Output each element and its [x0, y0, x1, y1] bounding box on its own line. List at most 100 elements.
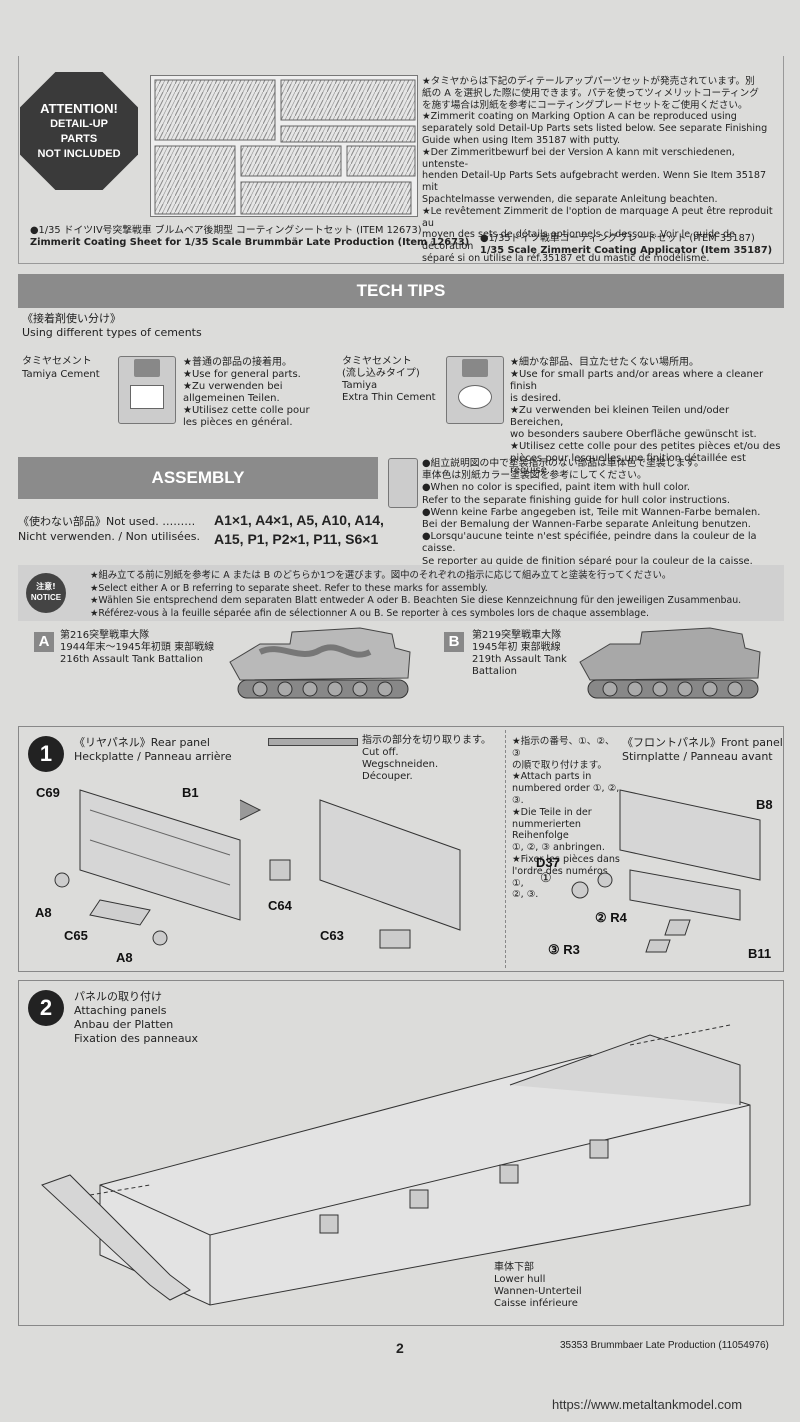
bottle-cap-icon — [462, 359, 488, 377]
part-r3: ③ R3 — [548, 942, 580, 957]
subtitle-jp: 《接着剤使い分け》 — [22, 312, 121, 325]
note-line: ★普通の部品の接着用。 — [183, 357, 292, 368]
cut-line: Découper. — [362, 771, 413, 782]
version-line: 第219突撃戦車大隊 — [472, 630, 562, 641]
front-panel-title: 《フロントパネル》Front panel Stirnplatte / Panne… — [622, 736, 783, 764]
watermark-url: https://www.metaltankmodel.com — [552, 1397, 743, 1412]
notice-line: ★Référez-vous à la feuille séparée afin … — [90, 607, 650, 619]
subtitle-en: Using different types of cements — [22, 326, 202, 339]
part-a8: A8 — [116, 950, 133, 965]
note-line: 紙の A を選択した際に使用できます。パテを使ってツィメリットコーティング — [422, 87, 759, 99]
rear-panel-diagram — [54, 789, 461, 949]
bottle-cap-icon — [134, 359, 160, 377]
lower-hull-diagram — [41, 1024, 751, 1306]
tank-b-illustration — [579, 627, 761, 699]
note-line: Se reporter au guide de finition séparé … — [422, 555, 753, 567]
cut-line: Wegschneiden. — [362, 759, 439, 770]
front-panel-diagram — [571, 789, 761, 953]
bottle-label-icon — [458, 385, 492, 409]
attention-line: NOT INCLUDED — [37, 148, 121, 160]
zimmerit-pattern — [154, 79, 416, 215]
note-line: ●When no color is specified, paint item … — [422, 482, 690, 494]
unused-parts-list: A1×1, A4×1, A5, A10, A14, A15, P1, P2×1,… — [214, 511, 384, 549]
note-line: ★Zimmerit coating on Marking Option A ca… — [422, 111, 737, 123]
tech-tips-header: TECH TIPS — [18, 274, 784, 308]
hobby-knife-icon — [268, 738, 358, 746]
note-line: wo besonders saubere Oberfläche gewünsch… — [510, 429, 757, 440]
title-line: Heckplatte / Panneau arrière — [74, 750, 232, 763]
note-line: ★Le revêtement Zimmerit de l'option de m… — [422, 205, 773, 229]
version-b-text: 第219突撃戦車大隊 1945年初 東部戦線 219th Assault Tan… — [472, 630, 567, 678]
cut-instruction: 指示の部分を切り取ります。 Cut off. Wegschneiden. Déc… — [362, 735, 491, 783]
title-line: パネルの取り付け — [74, 990, 162, 1003]
attention-badge: ATTENTION! DETAIL-UP PARTS NOT INCLUDED — [20, 72, 138, 190]
note-line: les pièces en général. — [183, 417, 293, 428]
notice-jp: 注意! — [36, 582, 56, 591]
title-line: Fixation des panneaux — [74, 1032, 199, 1045]
note-line: separately sold Detail-Up Parts sets lis… — [422, 123, 768, 135]
notice-band — [18, 565, 784, 621]
note-line: の順で取り付けます。 — [512, 759, 607, 771]
notice-line: ★Select either A or B referring to separ… — [90, 582, 488, 594]
color-notes: ●組立説明図の中で塗装指示のない部品は車体色で塗装します。 車体色は別紙カラー塗… — [422, 458, 784, 568]
step1-divider — [505, 730, 506, 968]
unused-label: 《使わない部品》Not used. ……… — [18, 515, 196, 528]
note-line: ②, ③. — [512, 889, 539, 901]
order-notes: ★指示の番号、①、②、③ の順で取り付けます。 ★Attach parts in… — [512, 736, 622, 901]
unused-parts-label: 《使わない部品》Not used. ……… Nicht verwenden. /… — [18, 514, 200, 544]
attention-title: ATTENTION! — [40, 101, 118, 116]
note-line: ●Wenn keine Farbe angegeben ist, Teile m… — [422, 506, 761, 518]
note-line: ★Zu verwenden bei — [183, 381, 283, 392]
product-left: ●1/35 ドイツIV号突撃戦車 ブルムベア後期型 コーティングシートセット (… — [30, 225, 470, 249]
title-line: 《リヤパネル》Rear panel — [74, 736, 210, 749]
part-c63: C63 — [320, 928, 344, 943]
tank-a-illustration — [229, 627, 411, 699]
product-en: 1/35 Scale Zimmerit Coating Applicator (… — [480, 245, 773, 256]
part-b1: B1 — [182, 785, 199, 800]
version-line: Battalion — [472, 666, 517, 677]
version-line: 第216突撃戦車大隊 — [60, 630, 150, 641]
note-line: séparé si on utilise la réf.35187 et du … — [422, 252, 710, 264]
cement2-notes: ★細かな部品、目立たせたくない場所用。 ★Use for small parts… — [510, 357, 782, 477]
part-b8: B8 — [756, 797, 773, 812]
attention-line: PARTS — [60, 133, 98, 145]
note-line: pièces pour lesquelles une finition déta… — [510, 453, 746, 476]
note-line: numbered order ①, ②, ③. — [512, 783, 620, 806]
attention-line: DETAIL-UP — [50, 118, 108, 130]
step2-number: 2 — [28, 990, 64, 1026]
product-jp: ●1/35ドイツ戦車コーティングブレードセット (ITEM 35187) — [480, 233, 755, 244]
version-a-text: 第216突撃戦車大隊 1944年末〜1945年初頭 東部戦線 216th Ass… — [60, 630, 214, 666]
hull-line: 車体下部 — [494, 1262, 534, 1273]
note-line: 車体色は別紙カラー塗装図を参考にしてください。 — [422, 470, 647, 482]
paint-can-icon — [388, 458, 418, 508]
note-line: ★Use for general parts. — [183, 369, 301, 380]
title-line: Attaching panels — [74, 1004, 167, 1017]
version-b-marker: B — [444, 632, 464, 652]
part-c65: C65 — [64, 928, 88, 943]
note-line: Spachtelmasse verwenden, die separate An… — [422, 193, 718, 205]
version-a-marker: A — [34, 632, 54, 652]
cement-jp: タミヤセメント — [342, 356, 412, 367]
tamiya-cement-bottle-icon — [118, 356, 176, 424]
note-line: ★Attach parts in — [512, 771, 592, 783]
note-line: ★Zu verwenden bei kleinen Teilen und/ode… — [510, 405, 730, 428]
note-line: ★Die Teile in der — [512, 806, 592, 818]
hull-line: Wannen-Unterteil — [494, 1286, 582, 1297]
unused-parts-line: A15, P1, P2×1, P11, S6×1 — [214, 531, 379, 547]
product-right: ●1/35ドイツ戦車コーティングブレードセット (ITEM 35187) 1/3… — [480, 233, 780, 257]
note-line: allgemeinen Teilen. — [183, 393, 280, 404]
title-line: Stirnplatte / Panneau avant — [622, 750, 773, 763]
part-a8: A8 — [35, 905, 52, 920]
note-line: nummerierten Reihenfolge — [512, 818, 581, 842]
part-c69: C69 — [36, 785, 60, 800]
cement-jp: (流し込みタイプ) — [342, 368, 420, 379]
page-number: 2 — [396, 1340, 404, 1356]
notice-en: NOTICE — [30, 593, 62, 602]
note-line: ①, ②, ③ anbringen. — [512, 842, 605, 854]
note-line: ●組立説明図の中で塗装指示のない部品は車体色で塗装します。 — [422, 458, 704, 469]
note-line: ★Der Zimmeritbewurf bei der Version A ka… — [422, 146, 735, 170]
extra-thin-cement-bottle-icon — [446, 356, 504, 424]
cement1-label: タミヤセメント Tamiya Cement — [22, 356, 100, 381]
note-line: ★Fixer les pièces dans — [512, 853, 620, 865]
zimmerit-note: ★タミヤからは下記のディテールアップパーツセットが発売されています。別 紙の A… — [422, 76, 782, 265]
